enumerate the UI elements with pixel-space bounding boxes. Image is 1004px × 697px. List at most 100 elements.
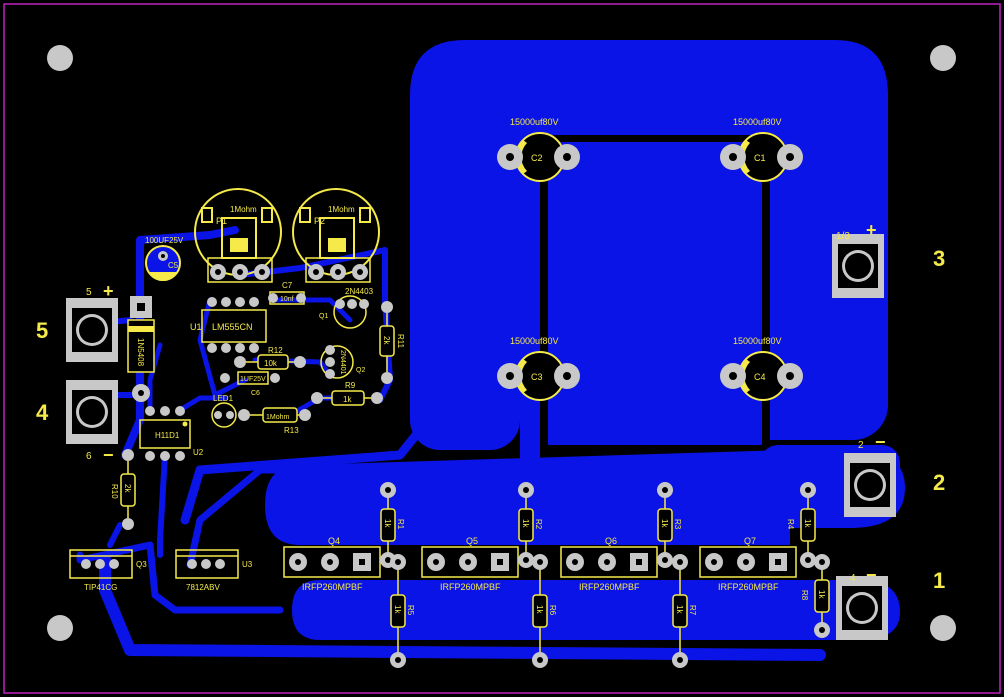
- connector-c2-number: 2: [933, 470, 945, 495]
- pot-p1-ref: P1: [216, 216, 227, 226]
- pot-p2-value: 1Mohm: [328, 205, 355, 214]
- transistor-q3-ref: Q3: [136, 560, 147, 569]
- transistor-q3-part: TIP41CG: [84, 583, 117, 592]
- connector-c3: 31/3+: [832, 220, 945, 298]
- resistor-r5-value: 1k: [393, 605, 402, 614]
- cap-c7: C7 10nf: [268, 281, 306, 305]
- resistor-r3-ref: R3: [673, 519, 682, 530]
- connectors: 55+46−31/3+22−14−: [36, 220, 945, 640]
- resistor-r8-value: 1k: [817, 590, 826, 599]
- trace-u2-q3: [157, 452, 168, 558]
- diode-part: 1N5408: [136, 338, 145, 367]
- resistor-r5-hole-a: [395, 559, 401, 565]
- trace-u2-in: [147, 342, 163, 413]
- connector-c3-terminal-hole: [845, 253, 871, 279]
- connector-c1-sign: −: [866, 565, 877, 585]
- resistor-r12-ref: R12: [268, 346, 283, 355]
- resistor-r11-value: 2k: [382, 336, 391, 345]
- pot-p1: 1Mohm P1: [194, 188, 282, 283]
- mosfet-q6-hole-s: [636, 559, 642, 565]
- cap-c2: C2 15000uf80V: [497, 117, 580, 182]
- mosfet-q4-hole-d: [327, 559, 333, 565]
- resistor-r1-hole-a: [385, 487, 391, 493]
- pour-left-column: [410, 90, 520, 450]
- connector-c5-sign: +: [103, 281, 114, 301]
- resistor-r4-value: 1k: [803, 519, 812, 528]
- mosfet-q6-hole-d: [604, 559, 610, 565]
- resistor-r6-hole-a: [537, 559, 543, 565]
- resistor-r1-value: 1k: [383, 519, 392, 528]
- connector-c4-number: 4: [36, 400, 49, 425]
- resistor-r4-hole-a: [805, 487, 811, 493]
- resistor-r7-body: [672, 594, 688, 628]
- resistor-r4-ref: R4: [786, 519, 795, 530]
- mosfet-q7-hole-s: [775, 559, 781, 565]
- transistor-q1-ref: Q1: [319, 313, 328, 320]
- trace-u1-c6: [197, 297, 248, 398]
- mosfet-q4-part: IRFP260MPBF: [302, 582, 363, 592]
- connector-c5: 55+: [36, 281, 118, 362]
- connector-c1: 14−: [836, 565, 945, 640]
- board-outline: [3, 3, 1001, 694]
- cap-c7-value: 10nf: [280, 296, 294, 303]
- resistor-r5-hole-b: [395, 657, 401, 663]
- resistor-r9-value: 1k: [343, 395, 352, 404]
- mosfet-q4-hole-s: [359, 559, 365, 565]
- cap-c2-ref: C2: [531, 153, 543, 163]
- cap-c1-ref: C1: [754, 153, 766, 163]
- resistor-r2-hole-a: [523, 487, 529, 493]
- resistor-r9-ref: R9: [345, 381, 356, 390]
- resistor-r9: R9 1k: [311, 381, 383, 406]
- connector-c5-pin: 5: [86, 287, 92, 298]
- trace-u3-link: [186, 466, 304, 569]
- resistor-r12-value: 10k: [264, 359, 278, 368]
- resistor-r1-body: [380, 508, 396, 542]
- resistor-r8-ref: R8: [800, 590, 809, 601]
- mosfet-q7-hole-g: [711, 559, 717, 565]
- resistor-r8-body: [814, 579, 830, 613]
- resistor-r11-ref: R11: [396, 334, 405, 349]
- cap-c4-ref: C4: [754, 372, 766, 382]
- resistor-r4: 1k R4: [786, 482, 816, 568]
- resistor-r3-hole-a: [662, 487, 668, 493]
- ic-u2-ref: U2: [193, 448, 204, 457]
- resistor-r13: 1Mohm R13: [238, 407, 311, 435]
- mosfet-q5-hole-d: [465, 559, 471, 565]
- resistor-r8-hole-b: [819, 627, 825, 633]
- ic-u2-part: H11D1: [155, 431, 180, 440]
- resistor-r10-value: 2k: [123, 484, 132, 493]
- transistor-q2-ref: Q2: [356, 367, 365, 374]
- resistor-r2-body: [518, 508, 534, 542]
- resistor-r2-hole-b: [523, 557, 529, 563]
- cap-c6-value: 1UF25V: [240, 376, 266, 383]
- mounting-holes: [47, 45, 956, 641]
- transistor-q2: 2N4401 Q2: [320, 345, 365, 379]
- cap-c4-hole-b: [786, 372, 794, 380]
- cap-c2-value: 15000uf80V: [510, 117, 559, 127]
- bulk-capacitors: C215000uf80VC115000uf80VC315000uf80VC415…: [497, 117, 803, 401]
- pour-right-column: [770, 90, 888, 440]
- mosfet-q4-ref: Q4: [328, 536, 340, 546]
- connector-c1-number: 1: [933, 568, 945, 593]
- control-section: 1Mohm P1 1Mohm P2 100UF25V C5 C: [69, 188, 405, 592]
- mounting-hole-tl: [47, 45, 73, 71]
- resistor-r6-body: [532, 594, 548, 628]
- mosfet-q7-ref: Q7: [744, 536, 756, 546]
- connector-c2-pin: 2: [858, 440, 864, 451]
- cap-c6: 1UF25V C6: [220, 371, 280, 397]
- resistor-r6-ref: R6: [548, 605, 557, 616]
- trace-bottom-return: [99, 554, 826, 661]
- transistor-q3: Q3 TIP41CG: [69, 549, 147, 592]
- mosfet-q7-hole-d: [743, 559, 749, 565]
- ic-u1: U1 LM555CN: [190, 297, 267, 353]
